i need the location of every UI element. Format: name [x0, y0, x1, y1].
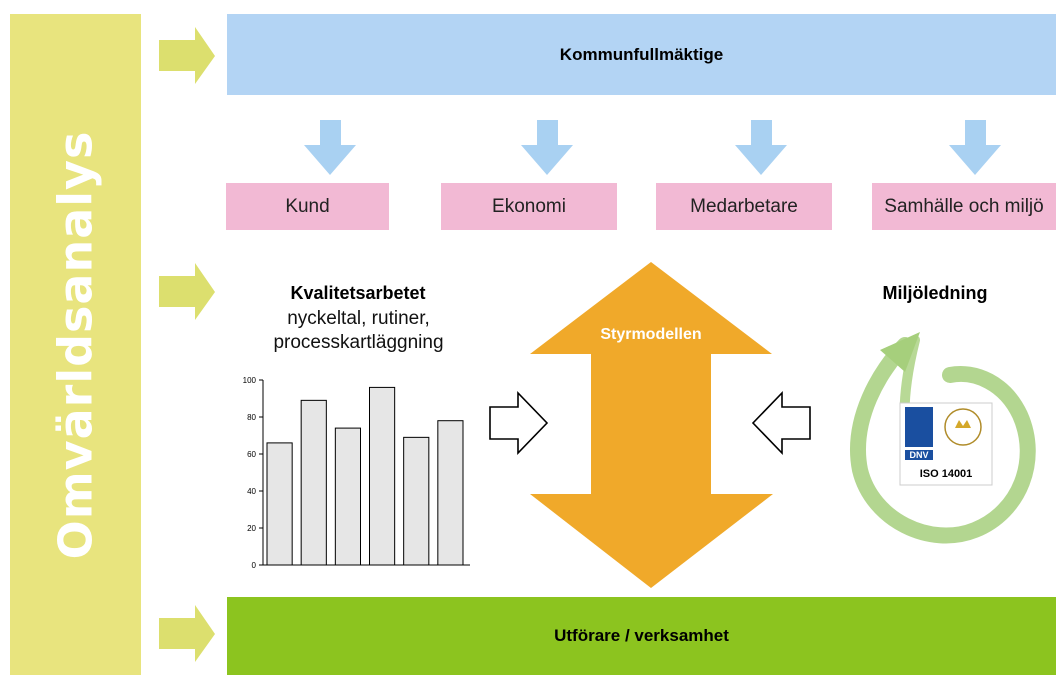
- down-arrow-samhalle: [949, 120, 1001, 175]
- left-panel-line2: processkartläggning: [273, 332, 444, 353]
- left-panel-line1: nyckeltal, rutiner,: [287, 308, 430, 329]
- chart-bar: [403, 436, 430, 566]
- bar-chart: 0 20 40 60 80 100: [243, 376, 470, 570]
- down-arrow-kund: [304, 120, 356, 175]
- crown-icon: [955, 420, 971, 428]
- perspective-box-medarbetare: Medarbetare: [656, 183, 832, 230]
- top-bar: Kommunfullmäktige: [227, 14, 1056, 95]
- perspective-label: Samhälle och miljö: [884, 195, 1044, 217]
- chart-y-tick-label: 40: [247, 487, 256, 496]
- perspective-label: Kund: [285, 195, 330, 217]
- side-arrow-bottom: [159, 605, 215, 662]
- right-panel-title: Miljöledning: [882, 283, 988, 303]
- center-double-arrow: [530, 262, 773, 588]
- dnv-logo-icon: [905, 407, 933, 447]
- perspective-box-ekonomi: Ekonomi: [441, 183, 617, 230]
- outline-arrow-right: [489, 391, 549, 455]
- left-panel-title: Kvalitetsarbetet: [290, 283, 426, 303]
- chart-bar: [369, 386, 396, 566]
- sidebar-band: [10, 14, 141, 675]
- perspective-box-kund: Kund: [226, 183, 389, 230]
- down-arrow-ekonomi: [521, 120, 573, 175]
- chart-y-tick-label: 80: [247, 413, 256, 422]
- down-arrow-medarbetare: [735, 120, 787, 175]
- chart-bar: [266, 442, 293, 566]
- accreditation-seal-icon: [944, 408, 982, 446]
- cert-brand: DNV: [905, 450, 933, 460]
- side-arrow-middle: [159, 263, 215, 320]
- perspective-label: Ekonomi: [492, 195, 566, 217]
- perspective-box-samhalle: Samhälle och miljö: [872, 183, 1056, 230]
- chart-y-tick-label: 0: [252, 561, 257, 570]
- bottom-bar-label: Utförare / verksamhet: [554, 626, 729, 645]
- chart-bar: [437, 420, 464, 566]
- chart-bar: [334, 427, 362, 566]
- chart-y-tick-label: 20: [247, 524, 256, 533]
- side-arrow-top: [159, 27, 215, 84]
- outline-arrow-left: [751, 391, 811, 455]
- center-label: Styrmodellen: [600, 326, 702, 343]
- chart-bar: [300, 399, 327, 566]
- bottom-bar: Utförare / verksamhet: [227, 597, 1056, 675]
- chart-y-tick-label: 60: [247, 450, 256, 459]
- perspective-label: Medarbetare: [690, 195, 798, 217]
- cert-standard: ISO 14001: [919, 468, 973, 480]
- chart-y-tick-label: 100: [243, 376, 257, 385]
- top-bar-label: Kommunfullmäktige: [559, 44, 724, 64]
